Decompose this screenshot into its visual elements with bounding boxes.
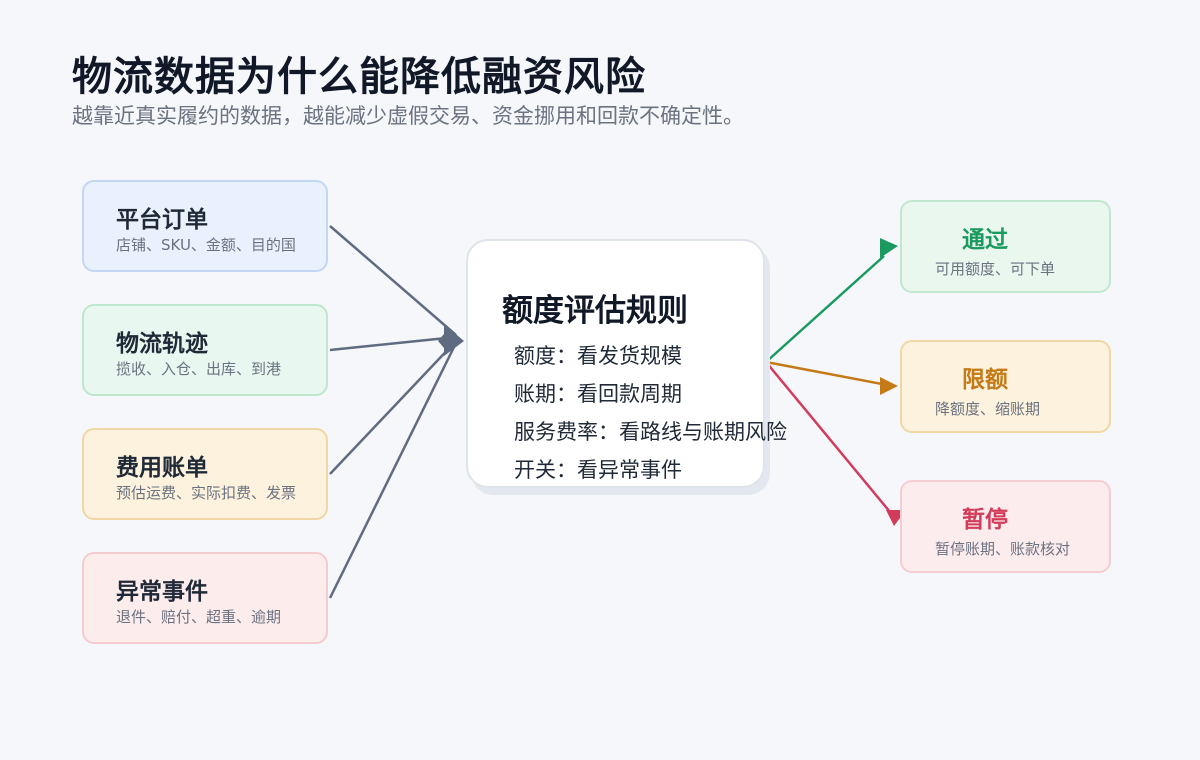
input-arrowhead (438, 324, 464, 356)
output-limit: 限额 降额度、缩账期 (900, 340, 1111, 433)
rule-item: 服务费率：看路线与账期风险 (514, 420, 787, 444)
input-desc: 揽收、入仓、出库、到港 (116, 360, 282, 378)
page-title: 物流数据为什么能降低融资风险 (72, 54, 646, 100)
output-title: 限额 (962, 367, 1008, 393)
input-fee-billing: 费用账单 预估运费、实际扣费、发票 (82, 428, 328, 520)
output-pause: 暂停 暂停账期、账款核对 (900, 480, 1111, 573)
arrow-exceptions-to-rules (328, 342, 458, 599)
rule-item: 额度：看发货规模 (514, 344, 682, 368)
input-exception-events: 异常事件 退件、赔付、超重、逾期 (82, 552, 328, 644)
rule-item: 账期：看回款周期 (514, 382, 682, 406)
rules-title: 额度评估规则 (502, 293, 688, 329)
output-title: 通过 (962, 227, 1008, 253)
rule-item: 开关：看异常事件 (514, 458, 682, 482)
input-title: 平台订单 (116, 207, 208, 233)
input-logistics-tracking: 物流轨迹 揽收、入仓、出库、到港 (82, 304, 328, 396)
arrow-orders-to-rules (329, 225, 457, 336)
arrow-to-limit (765, 360, 883, 386)
limit-arrowhead (880, 377, 898, 395)
input-title: 物流轨迹 (116, 331, 208, 357)
input-title: 异常事件 (116, 579, 208, 605)
credit-rules-box: 额度评估规则 额度：看发货规模 账期：看回款周期 服务费率：看路线与账期风险 开… (466, 239, 787, 488)
input-desc: 退件、赔付、超重、逾期 (116, 608, 282, 626)
arrow-to-pass (765, 255, 885, 363)
output-title: 暂停 (962, 507, 1008, 533)
input-desc: 店铺、SKU、金额、目的国 (116, 236, 296, 254)
output-desc: 暂停账期、账款核对 (935, 540, 1071, 558)
output-pass: 通过 可用额度、可下单 (900, 200, 1111, 293)
page-subtitle: 越靠近真实履约的数据，越能减少虚假交易、资金挪用和回款不确定性。 (72, 104, 744, 128)
arrow-to-pause (765, 361, 891, 513)
input-title: 费用账单 (116, 455, 208, 481)
output-desc: 可用额度、可下单 (935, 260, 1056, 278)
pass-arrowhead (880, 238, 898, 258)
arrow-tracking-to-rules (329, 335, 457, 352)
input-desc: 预估运费、实际扣费、发票 (116, 484, 297, 502)
input-platform-orders: 平台订单 店铺、SKU、金额、目的国 (82, 180, 328, 272)
output-desc: 降额度、缩账期 (935, 400, 1041, 418)
arrow-billing-to-rules (329, 340, 457, 475)
